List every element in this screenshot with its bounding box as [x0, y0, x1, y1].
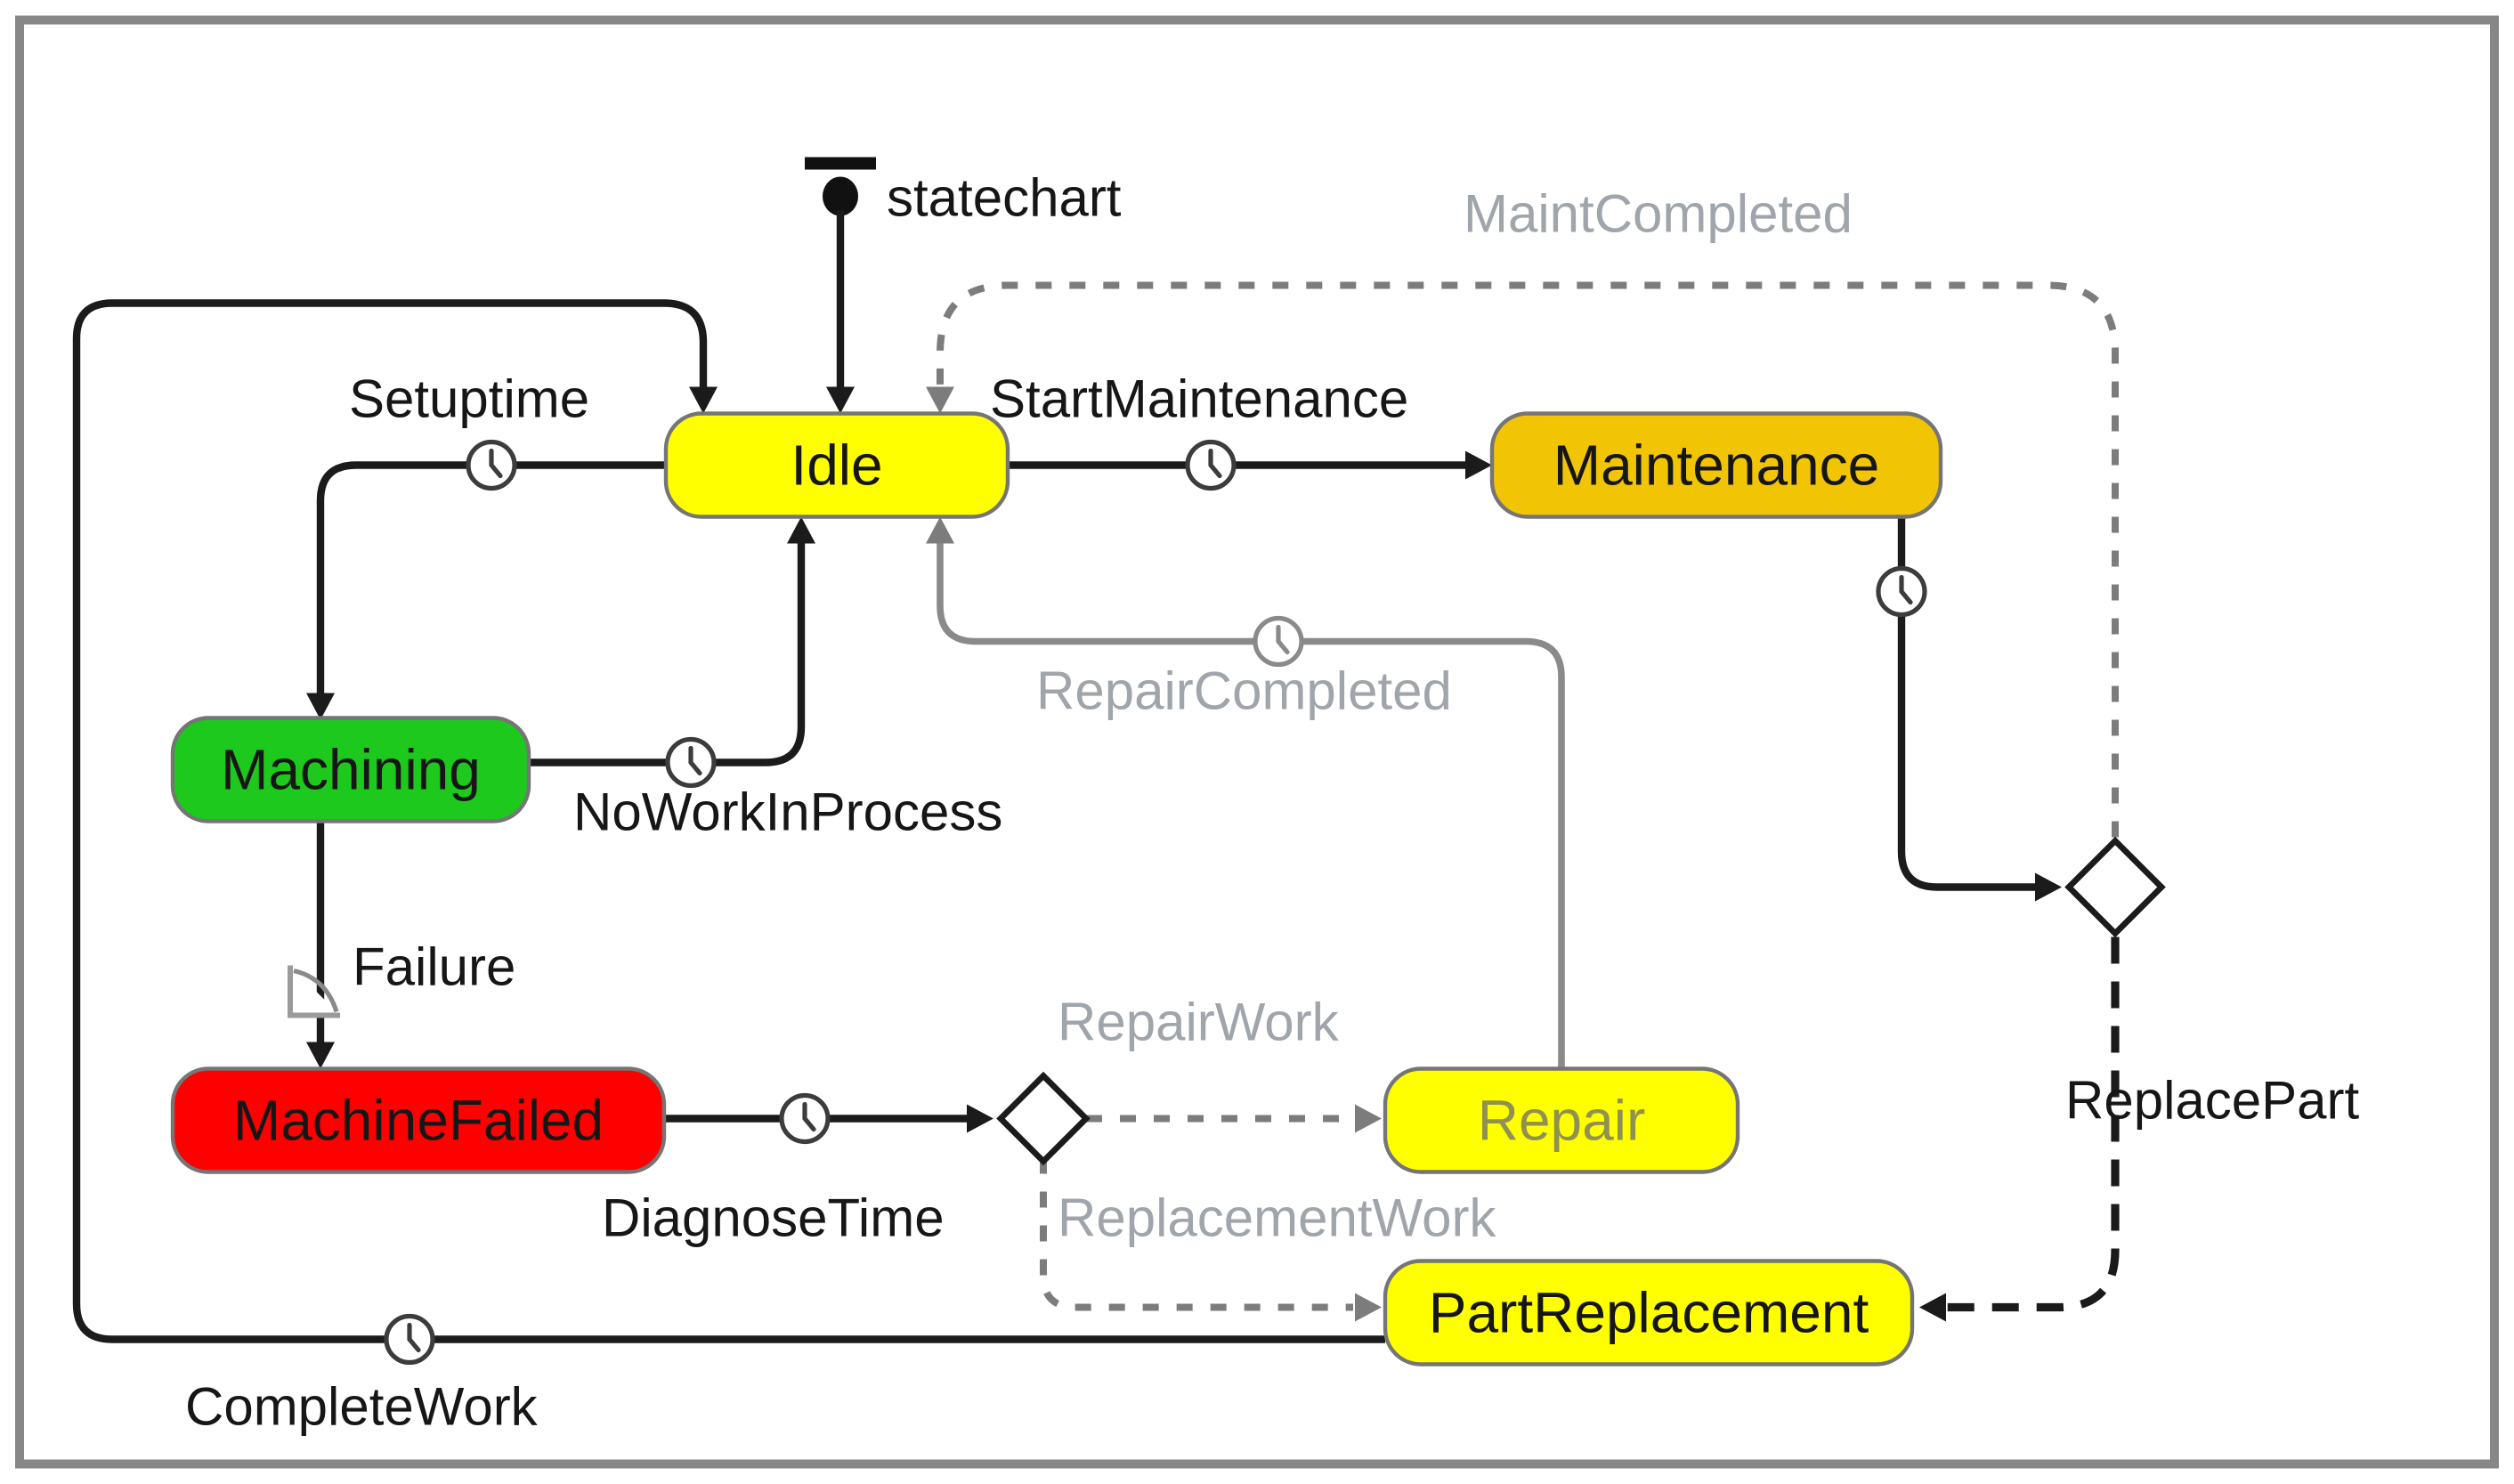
- state-part-replacement[interactable]: PartReplacement: [1383, 1259, 1915, 1366]
- arrowhead: [1919, 1293, 1946, 1322]
- arrowhead: [826, 386, 855, 414]
- diagram-frame: [15, 15, 2499, 1469]
- transition-repair-work[interactable]: RepairWork: [1058, 993, 1382, 1133]
- transition-repair-completed[interactable]: RepairCompleted: [926, 516, 1565, 1067]
- state-label-idle: Idle: [791, 434, 882, 498]
- state-label-maintenance: Maintenance: [1553, 434, 1879, 498]
- arrowhead: [926, 516, 954, 544]
- rate-icon: [288, 965, 340, 1018]
- transition-label-repair-completed[interactable]: RepairCompleted: [1036, 661, 1452, 721]
- arrowhead: [787, 516, 815, 544]
- clock-icon: [466, 439, 517, 491]
- entry-bar: [805, 157, 876, 170]
- transition-setuptime[interactable]: Setuptime: [306, 369, 666, 720]
- arrowhead: [1465, 450, 1492, 480]
- entry-label[interactable]: statechart: [887, 168, 1122, 228]
- clock-icon: [1876, 565, 1927, 618]
- transition-label-replace-part[interactable]: ReplacePart: [2065, 1071, 2360, 1131]
- transition-label-replacement-work[interactable]: ReplacementWork: [1058, 1188, 1496, 1248]
- clock-icon: [1253, 615, 1304, 668]
- state-idle[interactable]: Idle: [663, 411, 1010, 519]
- state-maintenance[interactable]: Maintenance: [1489, 411, 1943, 519]
- branch-diamond-left[interactable]: [996, 1071, 1091, 1166]
- transition-no-work-in-process[interactable]: NoWorkInProcess: [529, 516, 1002, 842]
- transition-label-diagnose-time[interactable]: DiagnoseTime: [602, 1188, 945, 1248]
- transition-label-repair-work[interactable]: RepairWork: [1058, 993, 1340, 1052]
- entry-circle: [823, 176, 858, 216]
- branch-diamond-right[interactable]: [2064, 836, 2166, 938]
- transition-label-no-work-in-process[interactable]: NoWorkInProcess: [573, 783, 1002, 842]
- arrowhead: [306, 693, 335, 720]
- state-label-repair: Repair: [1478, 1089, 1646, 1153]
- transition-start-maintenance[interactable]: StartMaintenance: [990, 369, 1492, 491]
- transition-replacement-work[interactable]: ReplacementWork: [1040, 1157, 1496, 1322]
- arrowhead: [2035, 872, 2062, 902]
- transition-replace-part[interactable]: ReplacePart: [1919, 937, 2360, 1322]
- transition-diagnose-time[interactable]: DiagnoseTime: [602, 1092, 993, 1248]
- transition-label-maint-completed[interactable]: MaintCompleted: [1464, 184, 1853, 244]
- arrowhead: [689, 386, 718, 414]
- state-label-part-replacement: PartReplacement: [1429, 1281, 1869, 1345]
- state-label-machining: Machining: [221, 738, 481, 802]
- transition-maintenance-to-branch[interactable]: [1876, 516, 2062, 902]
- arrowhead: [306, 1042, 335, 1069]
- clock-icon: [665, 736, 717, 789]
- arrowhead: [926, 386, 954, 414]
- clock-icon: [1185, 439, 1237, 491]
- transition-maint-completed[interactable]: MaintCompleted: [926, 184, 2119, 838]
- statechart-entry-point[interactable]: statechart: [805, 157, 1122, 414]
- state-machining[interactable]: Machining: [170, 716, 531, 823]
- clock-icon: [384, 1313, 435, 1366]
- transition-label-start-maintenance[interactable]: StartMaintenance: [990, 369, 1408, 429]
- clock-icon: [779, 1092, 831, 1145]
- transition-label-setuptime[interactable]: Setuptime: [349, 369, 589, 429]
- transition-label-failure[interactable]: Failure: [353, 937, 515, 997]
- state-label-machine-failed: MachineFailed: [233, 1089, 604, 1153]
- arrowhead: [967, 1104, 993, 1133]
- arrowhead: [1355, 1104, 1382, 1133]
- transition-failure[interactable]: Failure: [288, 821, 515, 1069]
- transition-label-complete-work[interactable]: CompleteWork: [185, 1377, 539, 1437]
- transition-complete-work[interactable]: CompleteWork: [72, 299, 1385, 1437]
- state-repair[interactable]: Repair: [1383, 1066, 1740, 1174]
- arrowhead: [1355, 1293, 1382, 1322]
- state-machine-failed[interactable]: MachineFailed: [170, 1066, 667, 1174]
